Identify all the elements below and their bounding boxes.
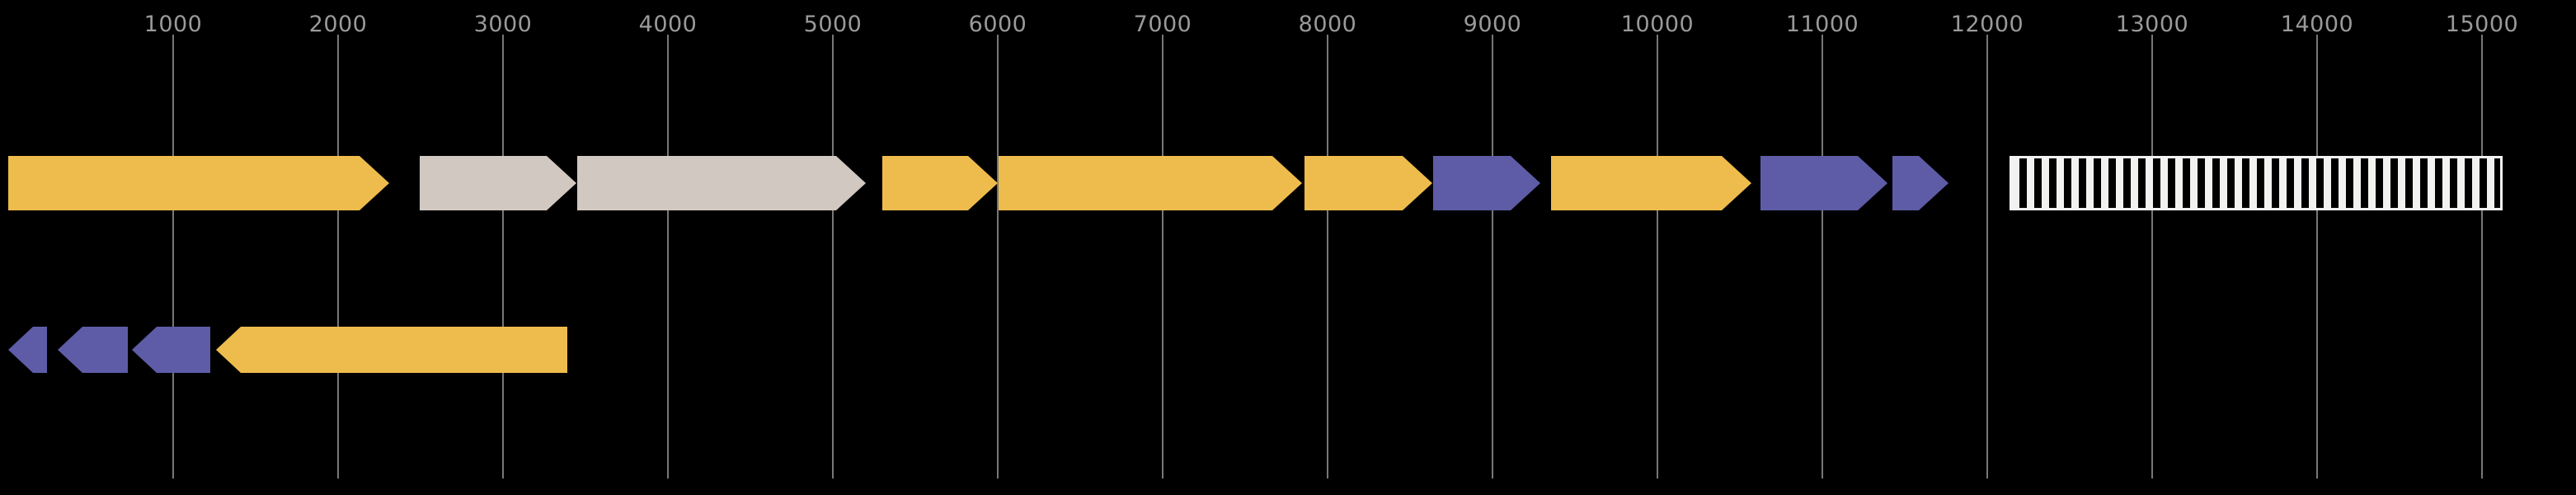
arrow-shape [216,327,567,373]
arrow-shape [420,156,576,210]
feature-arrow-forward[interactable] [882,156,998,210]
arrow-shape [1760,156,1887,210]
gridline-13000 [2151,35,2153,478]
gridline-4000 [667,35,669,478]
feature-arrow-forward[interactable] [1433,156,1540,210]
feature-arrow-reverse[interactable] [216,327,567,373]
feature-arrow-forward[interactable] [1551,156,1751,210]
axis-tick-label-9000: 9000 [1463,12,1522,37]
gridline-5000 [832,35,834,478]
arrow-shape [999,156,1302,210]
axis-tick-label-8000: 8000 [1298,12,1357,37]
arrow-icon [1892,156,1948,210]
feature-arrow-forward[interactable] [420,156,576,210]
arrow-shape [58,327,128,373]
feature-arrow-forward[interactable] [577,156,866,210]
gridline-8000 [1327,35,1328,478]
feature-arrow-reverse[interactable] [132,327,210,373]
feature-arrow-forward[interactable] [1892,156,1948,210]
arrow-shape [577,156,866,210]
axis-tick-label-11000: 11000 [1785,12,1859,37]
feature-arrow-forward[interactable] [8,156,389,210]
axis-tick-label-15000: 15000 [2445,12,2519,37]
arrow-icon [999,156,1302,210]
gridline-9000 [1492,35,1493,478]
axis-tick-label-1000: 1000 [143,12,203,37]
arrow-icon [420,156,576,210]
feature-arrow-forward[interactable] [999,156,1302,210]
arrow-icon [216,327,567,373]
gridline-2000 [337,35,339,478]
feature-arrow-reverse[interactable] [8,327,47,373]
arrow-icon [577,156,866,210]
arrow-icon [8,156,389,210]
gridline-12000 [1986,35,1988,478]
gridline-15000 [2481,35,2483,478]
feature-arrow-forward[interactable] [1760,156,1887,210]
arrow-icon [1304,156,1432,210]
feature-striped-region[interactable] [2010,156,2503,210]
arrow-icon [58,327,128,373]
arrow-shape [8,327,47,373]
axis-tick-label-2000: 2000 [308,12,368,37]
arrow-shape [1551,156,1751,210]
gridline-1000 [172,35,174,478]
axis-tick-label-4000: 4000 [638,12,698,37]
feature-track-forward [0,156,2576,210]
gridline-7000 [1162,35,1163,478]
axis-tick-label-10000: 10000 [1620,12,1695,37]
feature-arrow-forward[interactable] [1304,156,1432,210]
arrow-icon [1551,156,1751,210]
gridline-6000 [997,35,999,478]
arrow-icon [8,327,47,373]
arrow-icon [132,327,210,373]
axis-tick-label-5000: 5000 [803,12,863,37]
axis-tick-label-14000: 14000 [2280,12,2354,37]
axis-tick-label-7000: 7000 [1133,12,1192,37]
arrow-shape [882,156,998,210]
arrow-icon [1760,156,1887,210]
gridline-10000 [1657,35,1658,478]
arrow-icon [882,156,998,210]
feature-track-reverse [0,327,2576,373]
axis-tick-label-6000: 6000 [968,12,1027,37]
gridline-14000 [2316,35,2318,478]
axis-tick-label-13000: 13000 [2115,12,2189,37]
arrow-shape [8,156,389,210]
arrow-shape [1433,156,1540,210]
arrow-shape [1304,156,1432,210]
arrow-shape [132,327,210,373]
arrow-icon [1433,156,1540,210]
gridline-3000 [502,35,504,478]
axis-tick-label-12000: 12000 [1950,12,2024,37]
feature-arrow-reverse[interactable] [58,327,128,373]
axis-tick-label-3000: 3000 [473,12,533,37]
arrow-shape [1892,156,1948,210]
gridline-11000 [1822,35,1823,478]
